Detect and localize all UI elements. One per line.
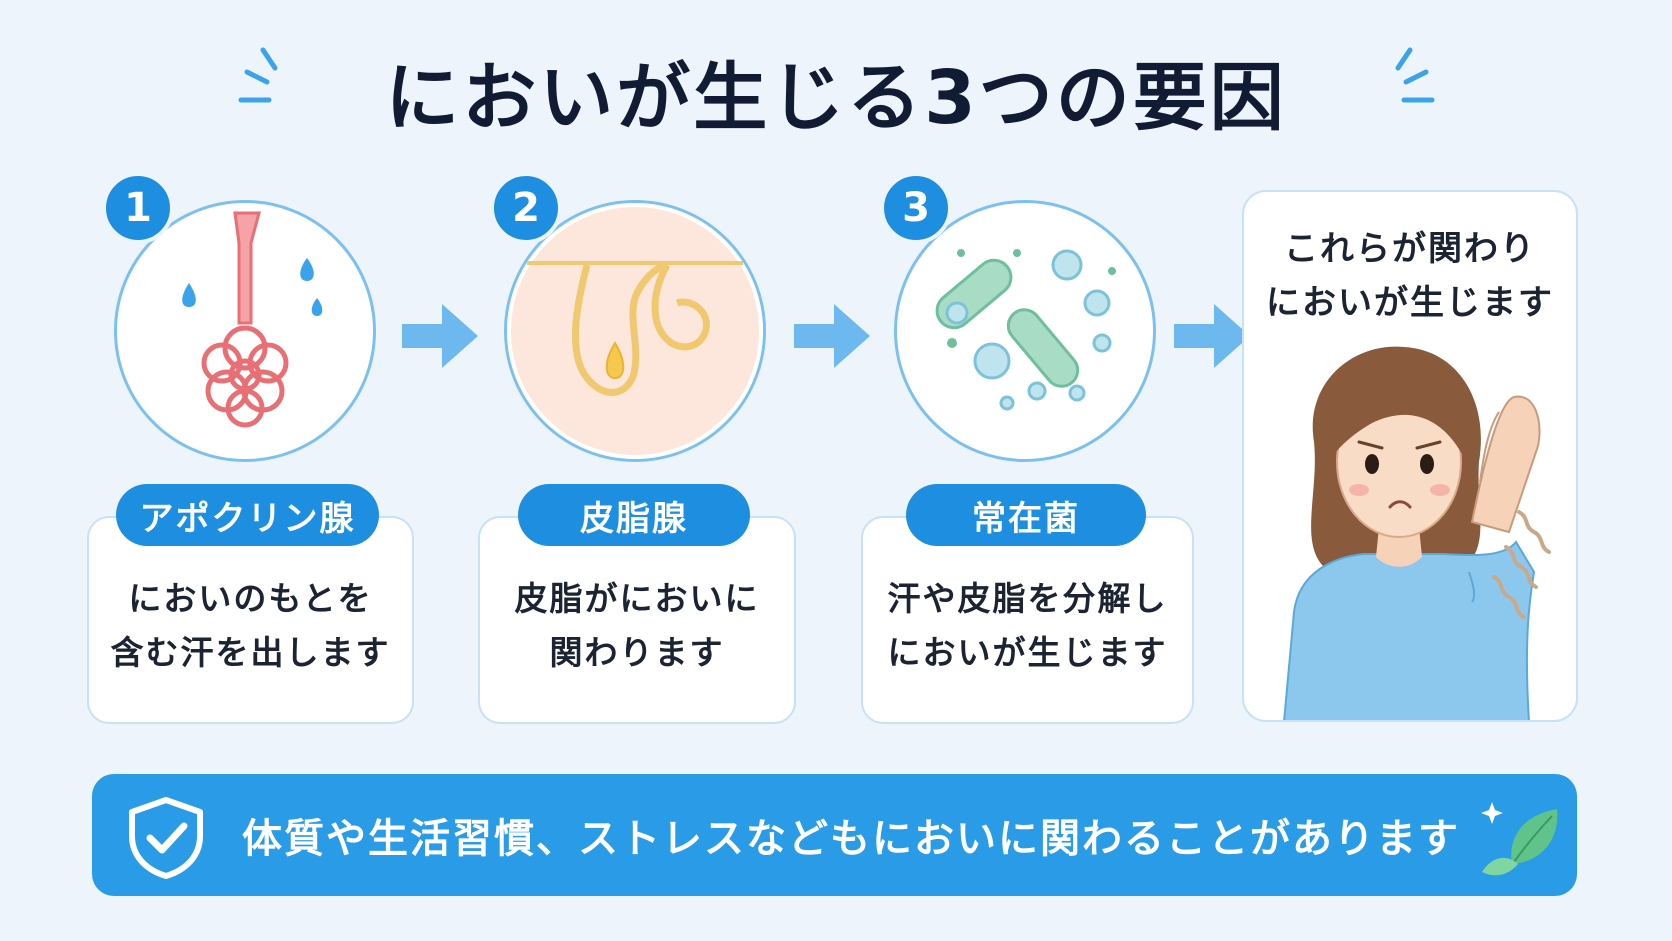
sweat-gland-icon (182, 211, 323, 428)
banner-text: 体質や生活習慣、ストレスなどもにおいに関わることがあります (242, 816, 1460, 862)
page-title: においが生じる3つの要因 (385, 55, 1287, 141)
sebaceous-gland-icon (507, 203, 763, 459)
bottom-banner: 体質や生活習慣、ストレスなどもにおいに関わることがあります (92, 774, 1577, 896)
worried-woman-illustration (1283, 346, 1551, 720)
bacteria-icon (935, 249, 1116, 411)
step-2-circle (504, 200, 766, 462)
arrow-right-icon (794, 304, 870, 368)
arrow-right-icon (402, 304, 478, 368)
step-2-card: 皮脂がにおいに 関わります (478, 516, 796, 724)
step-2-description: 皮脂がにおいに 関わります (514, 579, 760, 672)
step-3-description: 汗や皮脂を分解し においが生じます (887, 579, 1168, 672)
sparkle-right-icon (1395, 47, 1435, 103)
shield-check-icon (129, 797, 203, 879)
result-card: これらが関わり においが生じます (1242, 190, 1578, 722)
step-3-card: 汗や皮脂を分解し においが生じます (861, 516, 1194, 724)
step-1-label: アポクリン腺 (116, 484, 379, 546)
step-3-number-badge: 3 (880, 172, 952, 244)
sparkle-left-icon (238, 47, 278, 103)
step-2-label: 皮脂腺 (518, 484, 750, 546)
arrow-right-icon (1174, 304, 1250, 368)
step-1-circle (114, 200, 376, 462)
step-2-number-badge: 2 (490, 172, 562, 244)
step-1-description: においのもとを 含む汗を出します (110, 579, 391, 672)
step-1-card: においのもとを 含む汗を出します (87, 516, 414, 724)
step-3-label: 常在菌 (906, 484, 1146, 546)
step-1-number-badge: 1 (102, 172, 174, 244)
step-3-circle (894, 200, 1156, 462)
leaf-icon (1481, 802, 1558, 876)
result-text: これらが関わり においが生じます (1266, 229, 1554, 323)
